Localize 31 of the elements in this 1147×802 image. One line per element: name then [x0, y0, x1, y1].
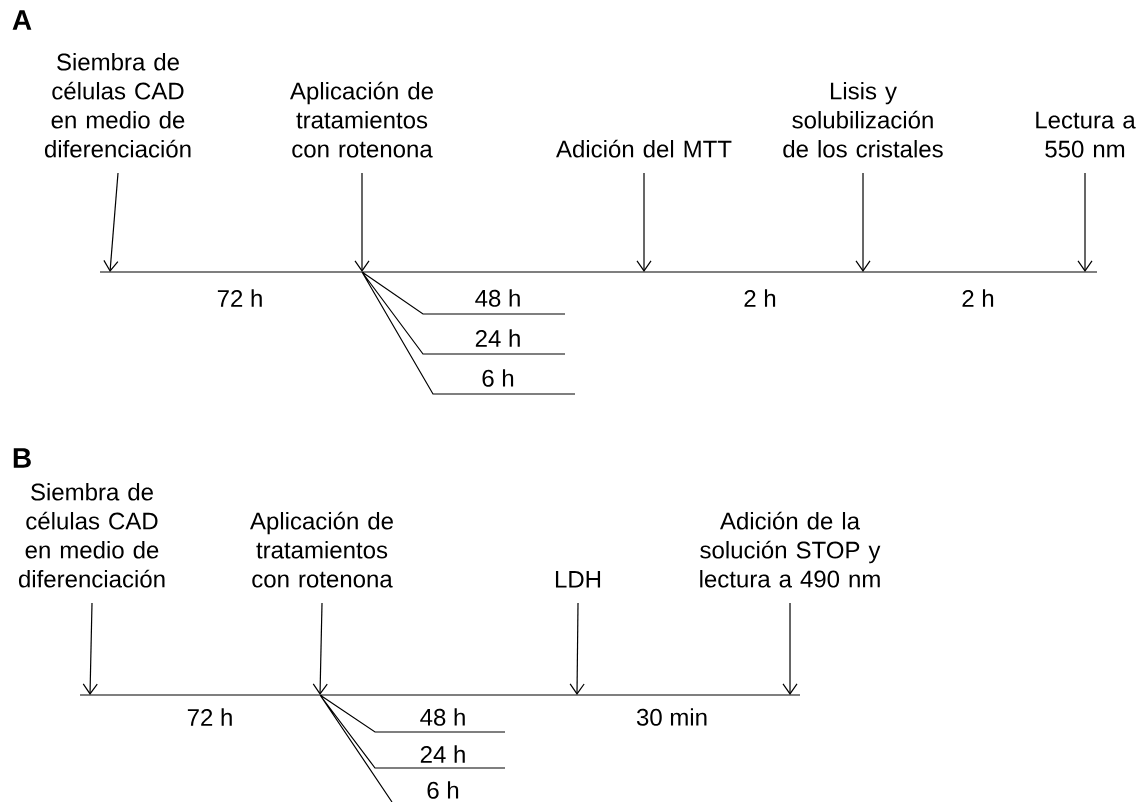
arrow [855, 172, 871, 272]
duration-label: 72 h [187, 708, 232, 726]
step-text: LDH [556, 571, 601, 588]
duration-label: 48 h [420, 708, 465, 726]
step-text: Adición de la solución STOP y lectura a 490 nm [700, 511, 881, 588]
duration-label: 30 min [636, 708, 707, 726]
arrow [782, 602, 798, 695]
duration-label: 48 h [475, 289, 520, 307]
arrow [354, 172, 370, 272]
step-text: Siembra de células CAD en medio de diferenciación [44, 53, 191, 158]
arrow [1077, 172, 1093, 272]
step-text: Aplicación de tratamientos con rotenona [290, 81, 433, 158]
step-text: Lisis y solubilización de los cristales [783, 82, 943, 158]
arrow [312, 602, 328, 695]
duration-label: 2 h [744, 289, 776, 307]
duration-label: 24 h [420, 745, 465, 763]
panel-letter: B [13, 448, 31, 468]
duration-label: 6 h [427, 781, 459, 799]
arrow [82, 602, 98, 695]
step-text: Lectura a 550 nm [1036, 111, 1136, 158]
duration-label: 72 h [217, 289, 262, 307]
duration-label: 6 h [482, 369, 514, 387]
step-text: Siembra de células CAD en medio de diferenciación [18, 483, 165, 588]
panel-letter: A [12, 10, 32, 30]
duration-label: 24 h [475, 329, 520, 347]
arrow [569, 602, 585, 695]
step-text: Aplicación de tratamientos con rotenona [250, 511, 393, 588]
step-text: Adición del MTT [556, 139, 732, 158]
arrow [103, 172, 119, 272]
arrow [636, 172, 652, 272]
duration-label: 2 h [962, 289, 994, 307]
